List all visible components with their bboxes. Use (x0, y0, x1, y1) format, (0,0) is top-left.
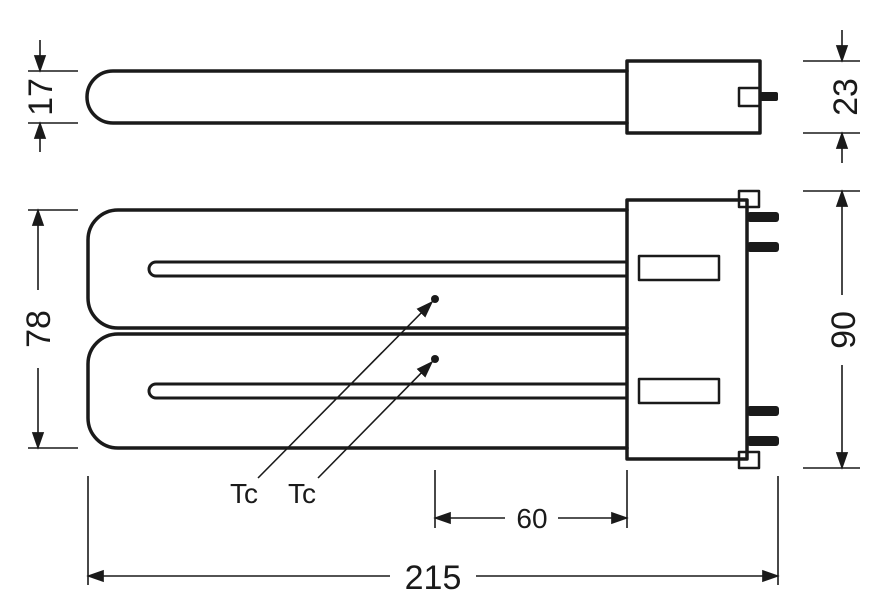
front-view-pin-3 (747, 406, 779, 416)
front-view-pin-4 (747, 436, 779, 446)
front-view-pin-2 (747, 242, 779, 252)
front-view-bottom-tab (737, 450, 761, 470)
front-view-upper-filament (147, 260, 629, 278)
side-view-tube (85, 69, 629, 125)
tc-label-2: Tc (288, 478, 316, 509)
tc-point-upper (431, 295, 439, 303)
side-view-key (737, 86, 762, 108)
dimension-base-height-front: 90 (803, 189, 863, 470)
front-view-base (625, 198, 749, 461)
dimension-base-to-tc-label: 60 (516, 503, 547, 534)
front-view-upper-tube (86, 208, 629, 330)
dimension-base-height-side: 23 (803, 30, 865, 163)
front-view-top-tab (737, 189, 761, 209)
tc-point-lower (431, 355, 439, 363)
dimension-overall-width: 78 (20, 208, 78, 450)
side-view-pin (760, 92, 778, 101)
dimension-base-to-tc: 60 (433, 470, 629, 534)
dimension-overall-length: 215 (86, 476, 780, 597)
dimension-base-height-front-label: 90 (825, 311, 863, 349)
front-view (86, 189, 779, 470)
dimension-overall-width-label: 78 (20, 310, 58, 348)
front-view-lower-window (637, 377, 721, 405)
side-view (85, 59, 778, 135)
dimension-overall-length-label: 215 (405, 559, 462, 597)
front-view-lower-tube (86, 332, 629, 450)
tc-markers: Tc Tc (230, 295, 439, 509)
front-view-upper-window (637, 254, 721, 282)
dimension-tube-diameter: 17 (22, 40, 78, 152)
dimension-tube-diameter-label: 17 (22, 78, 60, 116)
front-view-pin-1 (747, 212, 779, 222)
front-view-lower-filament (147, 382, 629, 400)
tc-label-1: Tc (230, 478, 258, 509)
dimension-base-height-side-label: 23 (827, 78, 865, 116)
